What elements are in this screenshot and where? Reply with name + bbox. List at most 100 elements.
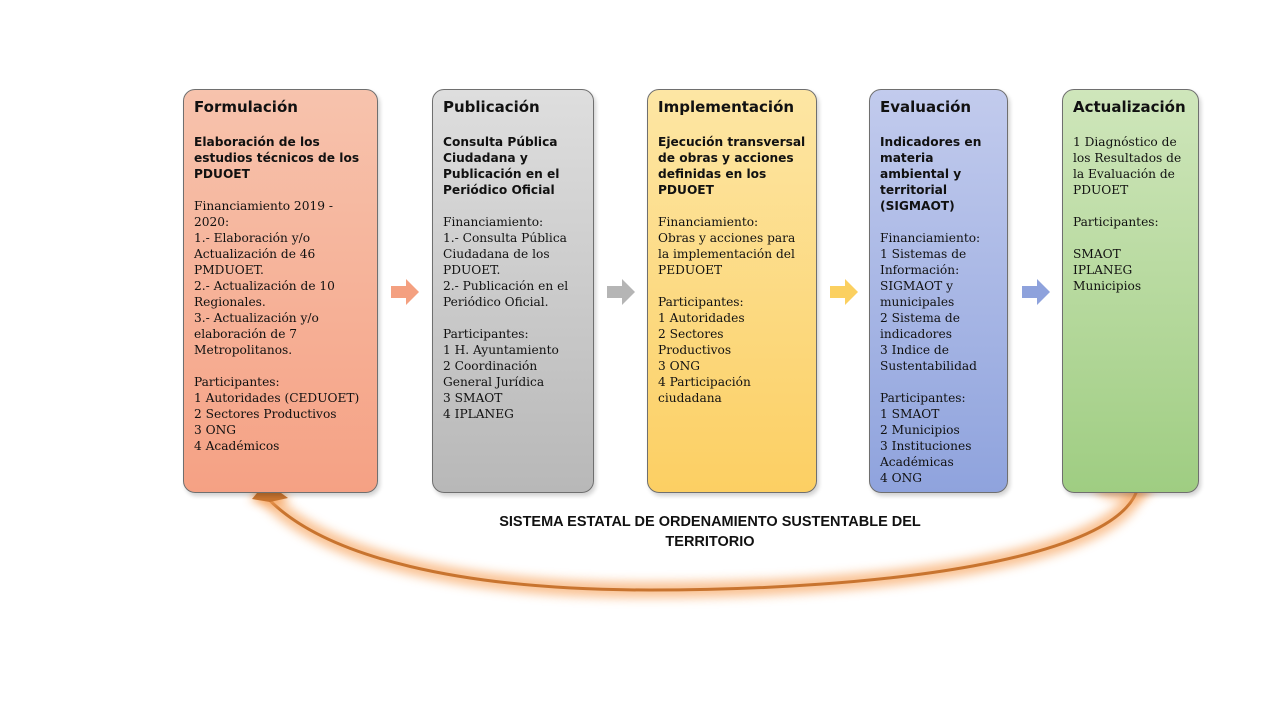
text-line: 3 Instituciones: [880, 439, 972, 453]
text-line: Ejecución transversal: [658, 135, 806, 149]
text-line: 2.- Actualización de 10: [194, 279, 335, 293]
line-gap: [1073, 230, 1188, 246]
text-line: 2020:: [194, 215, 230, 229]
text-line: 1 Sistemas de: [880, 247, 967, 261]
text-line: 3 SMAOT: [443, 391, 503, 405]
text-line: 1 Diagnóstico de: [1073, 135, 1177, 149]
text-line: Elaboración de los: [194, 135, 320, 149]
text-line: 4 Académicos: [194, 439, 280, 453]
text-line: la Evaluación de: [1073, 167, 1175, 181]
text-line: PDUOET: [658, 183, 714, 197]
text-line: Sustentabilidad: [880, 359, 977, 373]
text-line: 2 Municipios: [880, 423, 960, 437]
text-line: 3.- Actualización y/o: [194, 311, 319, 325]
line-gap: [1073, 198, 1188, 214]
line-gap: [658, 278, 806, 294]
text-line: 2 Sectores: [658, 327, 724, 341]
flow-arrow-icon: [391, 279, 419, 305]
stage-subtitle: Elaboración de los estudios técnicos de l…: [194, 134, 367, 182]
text-line: PDUOET: [194, 167, 250, 181]
text-line: IPLANEG: [1073, 263, 1133, 277]
stage-box-formulacion: Formulación Elaboración de los estudios t…: [183, 89, 378, 493]
stage-body: Financiamiento 2019 - 2020: 1.- Elaboració…: [194, 198, 367, 454]
stage-title: Actualización: [1073, 98, 1186, 116]
text-line: 4 IPLANEG: [443, 407, 514, 421]
text-line: PEDUOET: [658, 263, 723, 277]
diagram-caption: SISTEMA ESTATAL DE ORDENAMIENTO SUSTENTA…: [460, 512, 960, 552]
line-gap: [880, 374, 997, 390]
text-line: indicadores: [880, 327, 952, 341]
stage-box-implementacion: Implementación Ejecución transversal de o…: [647, 89, 817, 493]
arrow-shape: [391, 279, 419, 305]
text-line: Participantes:: [1073, 215, 1159, 229]
flow-arrow-icon: [830, 279, 858, 305]
text-line: 3 ONG: [658, 359, 701, 373]
text-line: Ciudadana de los: [443, 247, 550, 261]
text-line: General Jurídica: [443, 375, 545, 389]
text-line: 2.- Publicación en el: [443, 279, 569, 293]
text-line: estudios técnicos de los: [194, 151, 360, 165]
stage-body: Financiamiento: 1 Sistemas de Información:…: [880, 230, 997, 486]
arrow-shape: [1022, 279, 1050, 305]
text-line: Actualización de 46: [194, 247, 316, 261]
text-line: definidas en los: [658, 167, 767, 181]
text-line: SIGMAOT y: [880, 279, 954, 293]
text-line: Participantes:: [658, 295, 744, 309]
text-line: 1 SMAOT: [880, 407, 940, 421]
text-line: Financiamiento 2019 -: [194, 199, 333, 213]
flow-arrow-icon: [607, 279, 635, 305]
text-line: Periódico Oficial.: [443, 295, 549, 309]
line-gap: [443, 310, 583, 326]
text-line: 4 ONG: [880, 471, 923, 485]
text-line: Académicas: [880, 455, 954, 469]
text-line: ciudadana: [658, 391, 722, 405]
text-line: materia: [880, 151, 934, 165]
text-line: Publicación en el: [443, 167, 560, 181]
text-line: 3 ONG: [194, 423, 237, 437]
text-line: 2 Sistema de: [880, 311, 960, 325]
text-line: 1.- Consulta Pública: [443, 231, 567, 245]
text-line: 1 Autoridades: [658, 311, 745, 325]
text-line: Financiamiento:: [443, 215, 544, 229]
text-line: elaboración de 7: [194, 327, 298, 341]
flow-arrow-icon: [1022, 279, 1050, 305]
text-line: Financiamiento:: [880, 231, 981, 245]
stage-body: 1 Diagnóstico de los Resultados de la Eval…: [1073, 134, 1188, 294]
stage-title: Publicación: [443, 98, 540, 116]
cycle-stroke: [260, 486, 1140, 592]
stage-box-actualizacion: Actualización 1 Diagnóstico de los Result…: [1062, 89, 1199, 493]
stage-subtitle: Ejecución transversal de obras y acciones…: [658, 134, 806, 198]
line-gap: [194, 358, 367, 374]
stage-title: Evaluación: [880, 98, 972, 116]
text-line: de obras y acciones: [658, 151, 794, 165]
arrow-shape: [830, 279, 858, 305]
text-line: SISTEMA ESTATAL DE ORDENAMIENTO SUSTENTA…: [499, 514, 921, 530]
text-line: Ciudadana y: [443, 151, 528, 165]
text-line: PMDUOET.: [194, 263, 264, 277]
stage-title: Formulación: [194, 98, 298, 116]
text-line: los Resultados de: [1073, 151, 1182, 165]
text-line: Financiamiento:: [658, 215, 759, 229]
text-line: Metropolitanos.: [194, 343, 293, 357]
text-line: SMAOT: [1073, 247, 1121, 261]
stage-title: Implementación: [658, 98, 795, 116]
text-line: municipales: [880, 295, 955, 309]
text-line: Obras y acciones para: [658, 231, 796, 245]
text-line: 3 Indice de: [880, 343, 949, 357]
text-line: 1 Autoridades (CEDUOET): [194, 391, 360, 405]
text-line: Participantes:: [194, 375, 280, 389]
text-line: 1 H. Ayuntamiento: [443, 343, 559, 357]
text-line: 1.- Elaboración y/o: [194, 231, 311, 245]
text-line: Regionales.: [194, 295, 266, 309]
text-line: ambiental y: [880, 167, 962, 181]
text-line: 2 Coordinación: [443, 359, 538, 373]
text-line: PDUOET.: [443, 263, 501, 277]
text-line: Información:: [880, 263, 960, 277]
text-line: Productivos: [658, 343, 732, 357]
